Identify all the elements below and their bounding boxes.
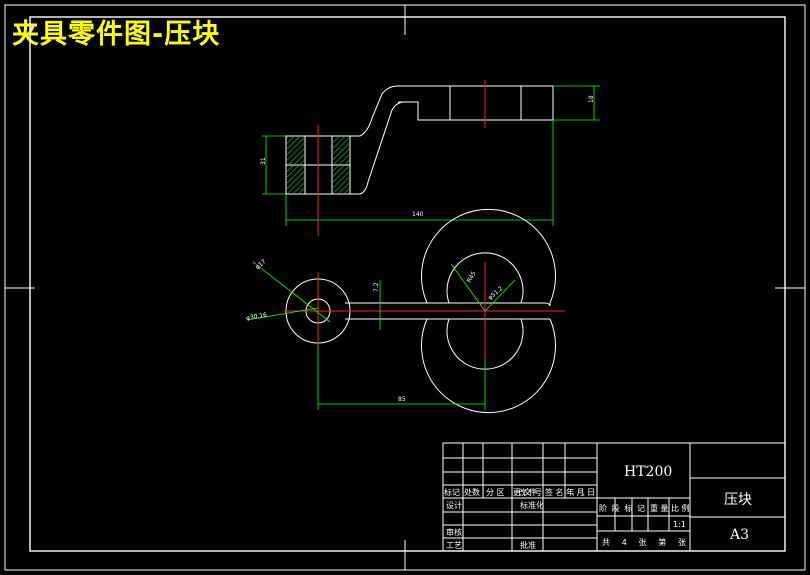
dim-height-left: 31	[260, 157, 267, 165]
tb-rev-header-4: 签 名	[545, 487, 564, 497]
dim-radius-big: R45	[466, 270, 478, 284]
tb-approve-label: 批准	[520, 540, 536, 550]
tb-rev-header-5: 年、月、日	[566, 487, 595, 497]
tb-rev-header-1: 处数	[464, 487, 480, 497]
title-block	[442, 442, 786, 552]
dim-slot-width: 7.2	[373, 282, 380, 292]
inner-frame	[29, 16, 786, 552]
dim-dia-small-bore: φ30.16	[245, 311, 267, 322]
drawing-title: 夹具零件图-压块	[12, 19, 221, 50]
front-view	[285, 85, 554, 195]
front-dimensions	[262, 85, 600, 226]
tb-rev-header-3: 更改文件号	[513, 487, 542, 497]
tb-sheet-count: 共 4 张 第 张	[602, 537, 686, 547]
tb-design-label: 设计	[446, 500, 462, 510]
tb-stage-header-0: 阶 段 标 记	[599, 503, 645, 513]
tb-rev-header-0: 标记	[444, 487, 460, 497]
tb-sheet-size: A3	[729, 527, 749, 543]
dim-center-distance: 85	[398, 396, 406, 403]
hub-hatching	[287, 137, 349, 193]
tb-stage-header-2: 比 例	[671, 503, 690, 513]
dim-height-top: 18	[588, 95, 595, 103]
centering-marks	[5, 5, 805, 570]
tb-review-label: 审核	[446, 527, 462, 537]
dim-dia-small: φ17	[254, 258, 268, 271]
dim-length: 140	[412, 211, 424, 218]
outer-frame	[4, 4, 806, 571]
top-dimensions	[246, 261, 516, 410]
top-centerlines	[284, 262, 565, 360]
tb-process-label: 工艺	[446, 541, 462, 550]
tb-part-name: 压块	[724, 492, 752, 508]
tb-material: HT200	[624, 464, 672, 480]
tb-rev-header-2: 分 区	[486, 488, 505, 497]
tb-stage-header-1: 重 量	[650, 503, 669, 513]
tb-standardize-label: 标准化	[520, 500, 544, 510]
tb-scale: 1:1	[673, 520, 686, 529]
front-centerlines	[317, 80, 486, 236]
